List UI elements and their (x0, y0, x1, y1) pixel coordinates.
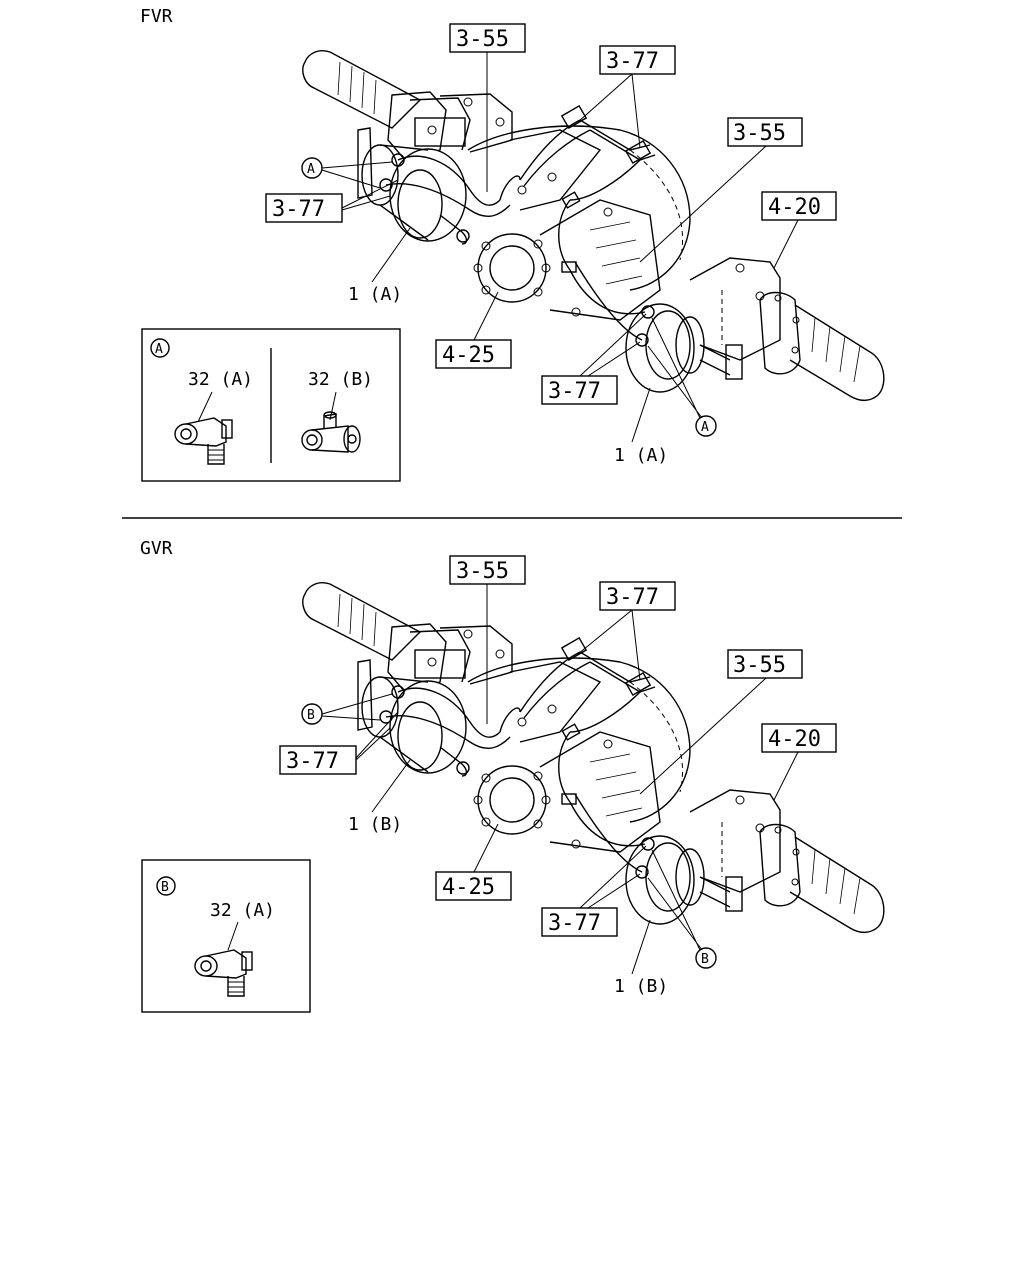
ref-box (761, 723, 837, 753)
detail-letter: B (161, 880, 169, 895)
ref-label-4-20: 4-20 (768, 727, 821, 752)
ref-box (727, 649, 803, 679)
ref-label-4-25: 4-25 (442, 343, 495, 368)
ref-box (435, 339, 512, 369)
detail-letter-circle (156, 876, 176, 896)
ref-box (599, 45, 676, 75)
callout-letter: B (307, 708, 315, 723)
ref-box (727, 117, 803, 147)
ref-label-4-20: 4-20 (768, 195, 821, 220)
ref-label-3-77-bottom: 3-77 (548, 379, 601, 404)
axle-assembly-drawing (302, 50, 885, 402)
detail-box (141, 859, 311, 1013)
section-gvr: GVR 3-55 3-77 3-55 B 3-77 4-20 1 (B) 4-2… (140, 538, 885, 1013)
ref-label-3-77-top: 3-77 (606, 49, 659, 74)
detail-item-label: 32 (A) (188, 369, 253, 390)
part-label-1-left: 1 (A) (348, 284, 402, 305)
callout-circle (695, 415, 717, 437)
ref-box (761, 191, 837, 221)
axle-assembly-drawing (302, 582, 885, 934)
section-title: GVR (140, 538, 173, 559)
part-label-1-left: 1 (B) (348, 814, 402, 835)
callout-letter: A (307, 162, 315, 177)
ref-box (541, 907, 618, 937)
ref-label-3-77-top: 3-77 (606, 585, 659, 610)
tee-fitting-drawing (301, 411, 361, 453)
callout-circle (695, 947, 717, 969)
ref-box (435, 871, 512, 901)
ref-label-3-55-right: 3-55 (733, 653, 786, 678)
ref-box (599, 581, 676, 611)
elbow-fitting-drawing (174, 417, 233, 465)
detail-letter-circle (150, 338, 170, 358)
ref-label-3-77-left: 3-77 (286, 749, 339, 774)
elbow-fitting-drawing (194, 949, 253, 997)
ref-label-3-55-top: 3-55 (456, 27, 509, 52)
section-fvr: FVR 3-55 3-77 3-55 A 3-77 4-20 1 (A) 4-2… (140, 6, 885, 482)
part-label-1-bottom: 1 (B) (614, 976, 668, 997)
detail-item-label: 32 (A) (210, 900, 275, 921)
callout-letter: B (701, 952, 709, 967)
ref-label-3-55-top: 3-55 (456, 559, 509, 584)
section-title: FVR (140, 6, 173, 27)
ref-box (541, 375, 618, 405)
callout-letter: A (701, 420, 709, 435)
ref-label-3-77-bottom: 3-77 (548, 911, 601, 936)
detail-box (141, 328, 401, 482)
ref-label-3-55-right: 3-55 (733, 121, 786, 146)
ref-label-3-77-left: 3-77 (272, 197, 325, 222)
detail-letter: A (155, 342, 163, 357)
detail-item-label: 32 (B) (308, 369, 373, 390)
ref-label-4-25: 4-25 (442, 875, 495, 900)
part-label-1-bottom: 1 (A) (614, 445, 668, 466)
